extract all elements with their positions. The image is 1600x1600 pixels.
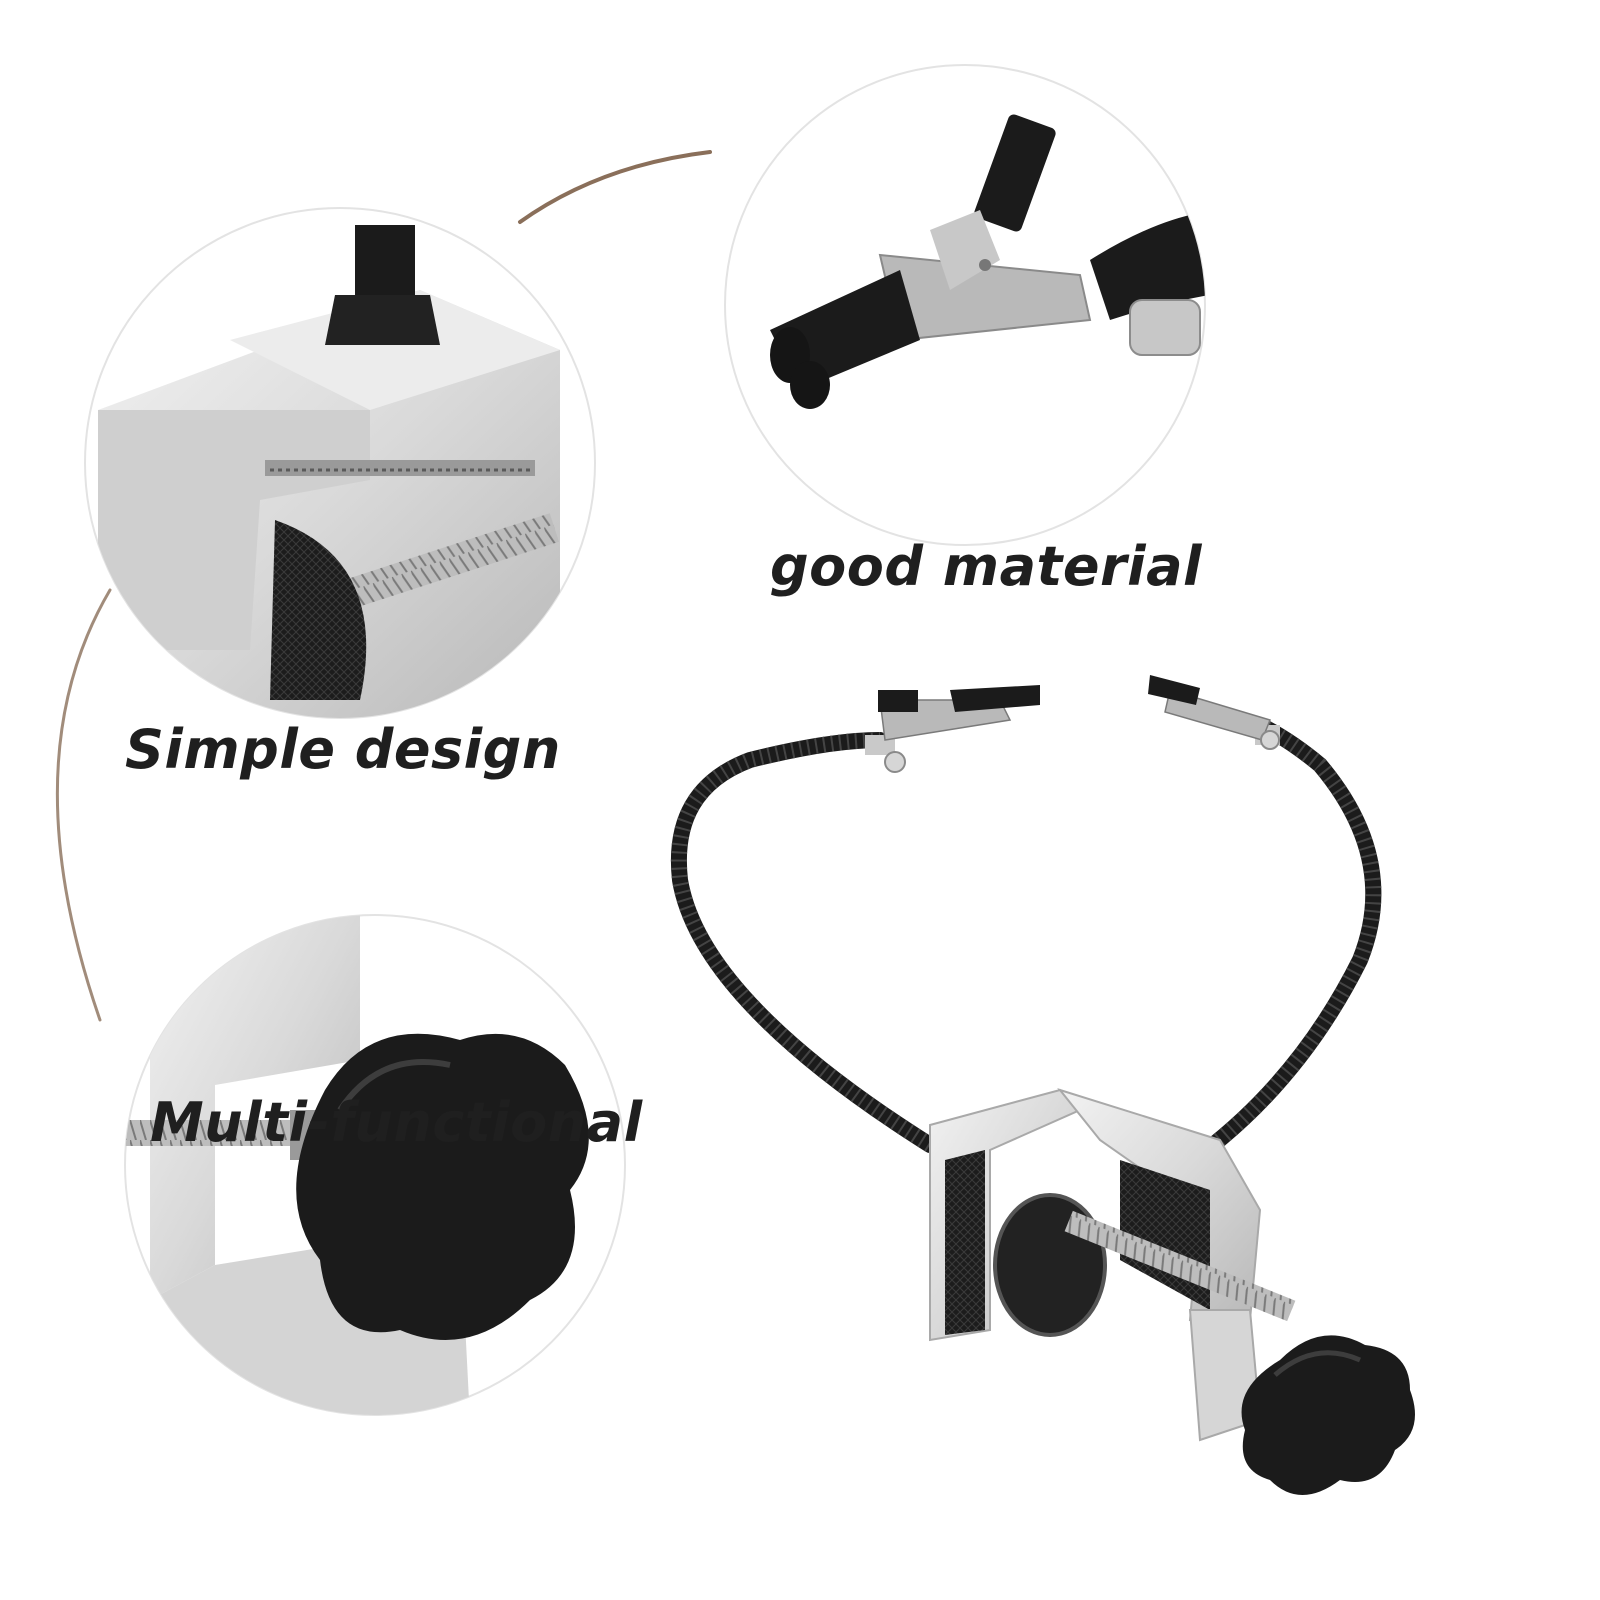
main-product xyxy=(670,675,1415,1495)
multi-functional-circle xyxy=(124,914,626,1416)
caption-simple-design: Simple design xyxy=(125,718,561,781)
caption-good-material: good material xyxy=(770,535,1203,598)
bench-clamp xyxy=(929,1088,1296,1442)
decorative-arcs xyxy=(55,150,712,1022)
alligator-clip-left xyxy=(865,685,1040,773)
gooseneck-arm-left xyxy=(670,732,938,1153)
gooseneck-arm-right xyxy=(1192,717,1382,1163)
good-material-circle xyxy=(724,64,1206,546)
decorative-arc-top xyxy=(518,150,712,224)
caption-multi-functional: Multi-functional xyxy=(150,1091,643,1154)
star-knob xyxy=(1241,1335,1415,1495)
gooseneck-arm-left-texture xyxy=(670,732,935,1152)
simple-design-circle xyxy=(84,207,596,719)
decorative-arc-left xyxy=(55,588,112,1022)
alligator-clip-right xyxy=(1148,675,1280,750)
